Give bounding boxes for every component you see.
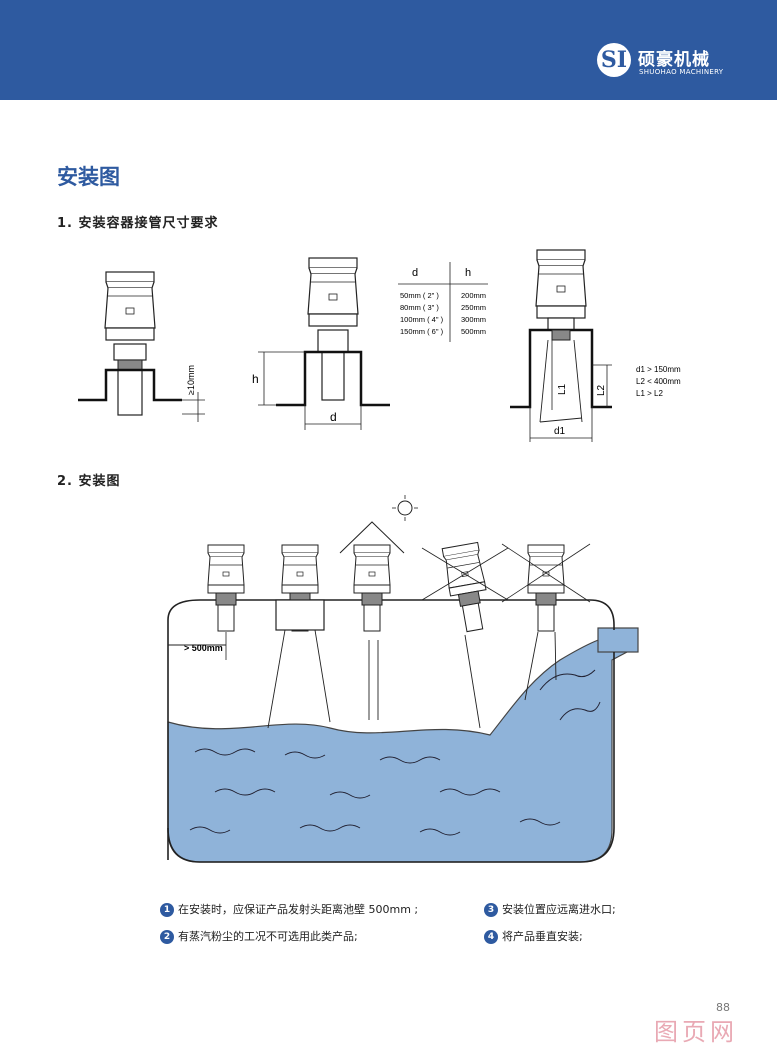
dim-L2-label: L2 <box>596 384 607 396</box>
table-cell: 500mm <box>461 327 486 336</box>
table-cell: 200mm <box>461 291 486 300</box>
logo-mark: SI <box>600 47 628 73</box>
tank-outline <box>167 599 615 860</box>
diagram-nozzle-c: L1 L2 d1 d1 > 150mm L2 < 400mm L1 > L2 <box>510 249 681 442</box>
dim-10mm-label: ≥10mm <box>186 365 196 395</box>
dim-500mm-label: > 500mm <box>184 643 223 653</box>
table-cell: 150mm ( 6" ) <box>400 327 444 336</box>
diagram-nozzle-b: h d <box>252 257 390 430</box>
header-bar: SI 硕豪机械 SHUOHAO MACHINERY <box>0 0 777 100</box>
table-cell: 100mm ( 4" ) <box>400 315 444 324</box>
page-number: 88 <box>716 1001 730 1014</box>
table-header-d: d <box>412 267 418 279</box>
table-cell: 80mm ( 3" ) <box>400 303 439 312</box>
nozzle-size-table: d h 50mm ( 2" ) 200mm 80mm ( 3" ) 250mm … <box>398 262 488 342</box>
brand-name-cn: 硕豪机械 <box>638 50 710 70</box>
table-cell: 300mm <box>461 315 486 324</box>
dim-d-label: d <box>330 410 337 424</box>
condition-3: L1 > L2 <box>636 389 663 398</box>
dim-d1-label: d1 <box>554 426 566 437</box>
page-title: 安装图 <box>57 165 120 189</box>
condition-2: L2 < 400mm <box>636 377 681 386</box>
inlet-pipe <box>597 627 639 653</box>
brand-name-en: SHUOHAO MACHINERY <box>639 68 724 76</box>
water-body <box>167 631 628 863</box>
diagram-nozzle-a: ≥10mm <box>78 271 205 422</box>
section-1-title: 1. 安装容器接管尺寸要求 <box>57 216 219 231</box>
table-cell: 50mm ( 2" ) <box>400 291 439 300</box>
nozzle-diagrams: ≥10mm h d d h 50mm ( 2" ) 200mm 80mm ( 3… <box>78 249 681 442</box>
table-cell: 250mm <box>461 303 486 312</box>
table-header-h: h <box>465 267 471 279</box>
section-2-title: 2. 安装图 <box>57 474 121 489</box>
brand-logo <box>597 43 631 77</box>
watermark: 图页网 <box>654 1018 738 1046</box>
condition-1: d1 > 150mm <box>636 365 681 374</box>
dim-L1-label: L1 <box>557 383 568 395</box>
dim-h-label: h <box>252 372 259 386</box>
tank-installation-diagram: > 500mm <box>167 495 639 863</box>
